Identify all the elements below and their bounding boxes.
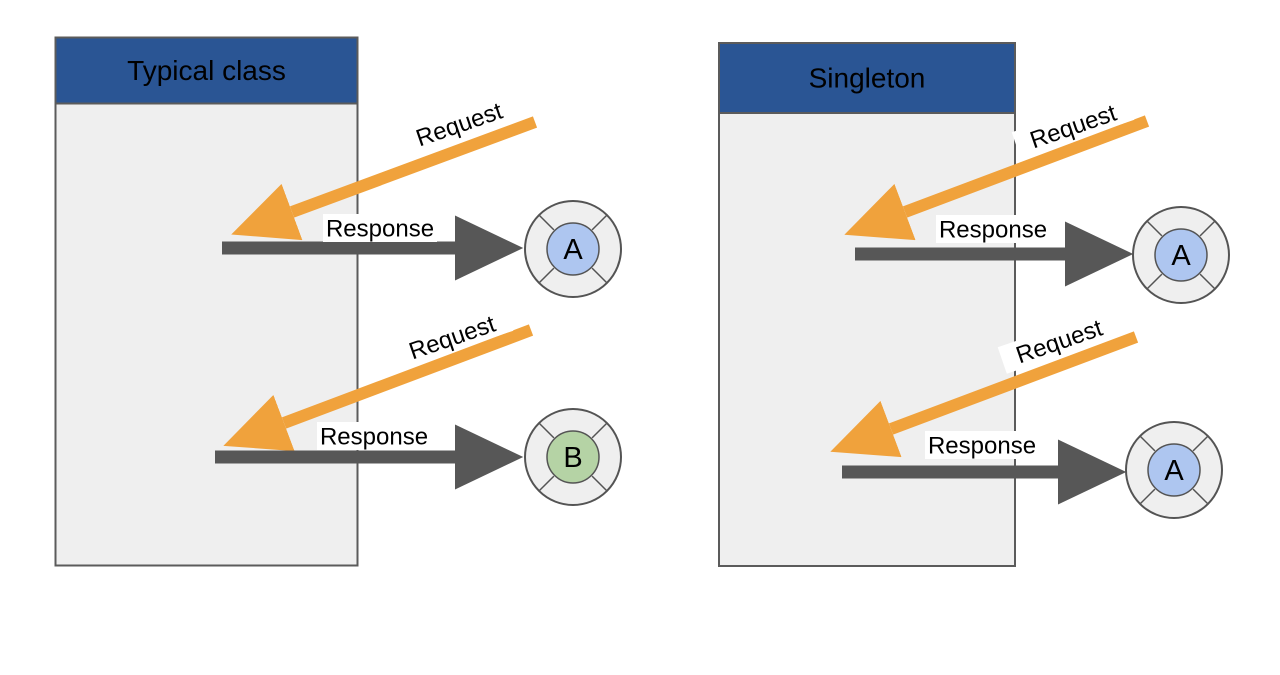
quadrant-line	[1192, 435, 1209, 452]
quadrant-line	[591, 267, 608, 284]
quadrant-line	[1192, 488, 1209, 505]
request-arrow	[231, 116, 538, 241]
quadrant-line	[538, 267, 555, 284]
label-background	[997, 308, 1121, 374]
instance-circle-a: A	[524, 200, 622, 298]
label-background	[390, 304, 514, 370]
label-background	[925, 431, 1039, 459]
quadrant-line	[1146, 220, 1163, 237]
label-background	[323, 214, 437, 242]
instance-letter: A	[1171, 240, 1191, 272]
label-background	[936, 215, 1050, 243]
response-label: Response	[939, 217, 1047, 244]
request-arrow	[223, 324, 534, 452]
response-label-group: Response	[317, 422, 431, 451]
quadrant-line	[1139, 488, 1156, 505]
instance-letter: A	[563, 234, 583, 266]
panel-singleton: Singleton Request Response A Request	[718, 42, 1230, 567]
quadrant-line	[591, 422, 608, 439]
request-arrow	[844, 115, 1150, 241]
quadrant-line	[1139, 435, 1156, 452]
response-label: Response	[320, 424, 428, 451]
instance-circle-a: A	[1132, 206, 1230, 304]
class-box	[718, 42, 1016, 567]
quadrant-line	[1199, 220, 1216, 237]
quadrant-line	[538, 475, 555, 492]
response-label: Response	[326, 216, 434, 243]
class-box-header	[54, 36, 359, 105]
instance-circle-b: B	[524, 408, 622, 506]
instance-letter: A	[1164, 455, 1184, 487]
label-background	[1011, 93, 1135, 159]
panel-typical-class: Typical class Request Response A Request	[54, 36, 622, 567]
response-label: Response	[928, 433, 1036, 460]
quadrant-line	[1146, 273, 1163, 290]
request-arrow	[830, 331, 1139, 458]
panel-title: Singleton	[809, 63, 926, 94]
instance-letter: B	[563, 442, 582, 474]
class-box	[54, 36, 359, 567]
quadrant-line	[591, 475, 608, 492]
instance-circle-a: A	[1125, 421, 1223, 519]
class-box-header	[718, 42, 1016, 114]
label-background	[397, 91, 521, 157]
quadrant-line	[538, 422, 555, 439]
quadrant-line	[591, 214, 608, 231]
response-label-group: Response	[925, 431, 1039, 460]
instance-inner-circle	[546, 222, 600, 276]
instance-inner-circle	[1154, 228, 1208, 282]
response-label-group: Response	[936, 215, 1050, 244]
quadrant-line	[1199, 273, 1216, 290]
label-background	[317, 422, 431, 450]
instance-inner-circle	[546, 430, 600, 484]
response-label-group: Response	[323, 214, 437, 243]
quadrant-line	[538, 214, 555, 231]
panel-title: Typical class	[127, 55, 286, 86]
instance-inner-circle	[1147, 443, 1201, 497]
